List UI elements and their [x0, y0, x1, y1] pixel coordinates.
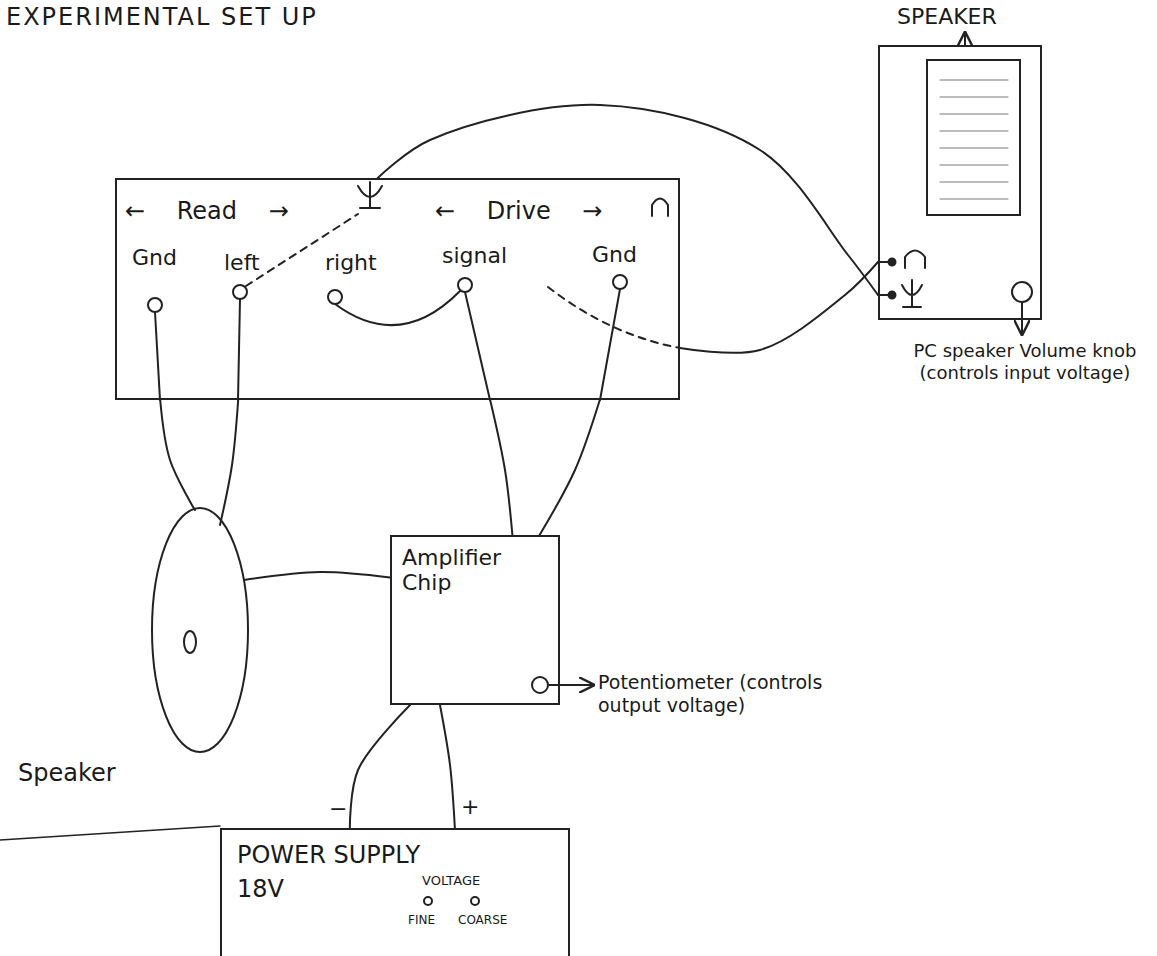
- node-text: Amplifier Chip: [402, 545, 522, 596]
- node-text: FINE: [408, 914, 435, 928]
- terminal: [458, 278, 472, 292]
- callout-label: −: [329, 796, 347, 822]
- mic-symbol: [358, 182, 382, 208]
- node-text: SPEAKER: [897, 4, 997, 29]
- node-text: 18V: [237, 876, 284, 904]
- mic-symbol: [902, 280, 922, 307]
- leader-arrow: [964, 33, 966, 45]
- knob: [471, 897, 479, 905]
- wire-stub: [465, 292, 490, 400]
- callout-label: PC speaker Volume knob (controls input v…: [900, 340, 1150, 383]
- node-text: VOLTAGE: [422, 874, 480, 889]
- title: EXPERIMENTAL SET UP: [6, 3, 318, 32]
- jumper-wire: [335, 291, 460, 325]
- leader-arrow: [549, 684, 593, 686]
- wire: [350, 705, 410, 828]
- wire: [540, 400, 600, 535]
- wire: [160, 400, 195, 510]
- speaker-grille: [927, 60, 1020, 215]
- node-text: COARSE: [458, 914, 507, 928]
- callout-label: Potentiometer (controls output voltage): [598, 671, 848, 717]
- wire: [220, 400, 238, 525]
- component-box: POWER SUPPLY 18V VOLTAGE FINE COARSE: [220, 828, 570, 956]
- wire: [680, 262, 878, 353]
- callout-label: +: [461, 794, 479, 820]
- component-box: ← Read → ← Drive → Gnd left right signal Gnd: [115, 178, 680, 400]
- terminal: [613, 275, 627, 289]
- node-text: Speaker: [18, 760, 116, 788]
- node-text: Gnd: [132, 245, 177, 270]
- node-text: POWER SUPPLY: [237, 842, 420, 870]
- component-box: Speaker: [150, 505, 250, 755]
- wire-stub: [238, 299, 240, 400]
- terminal: [233, 285, 247, 299]
- component-box: SPEAKER: [878, 45, 1042, 320]
- headphone-symbol: [905, 251, 925, 269]
- component-box: Amplifier Chip: [390, 535, 560, 705]
- grille-lines: [940, 80, 1008, 199]
- wire: [440, 705, 455, 828]
- wire: [378, 105, 878, 295]
- node-text: Gnd: [592, 242, 637, 267]
- knob: [424, 897, 432, 905]
- internal-link: [548, 287, 680, 348]
- node-text: right: [325, 250, 377, 275]
- wire: [490, 400, 512, 535]
- terminal: [328, 290, 342, 304]
- wire-stub: [155, 312, 160, 400]
- wire-stub: [600, 289, 620, 400]
- wire: [244, 572, 390, 580]
- node-text: signal: [442, 243, 507, 268]
- potentiometer-symbol: [532, 677, 548, 693]
- speaker-cone: [152, 508, 248, 752]
- speaker-center: [184, 631, 196, 653]
- node-text: ← Read →: [125, 198, 289, 226]
- node-text: ← Drive →: [435, 198, 602, 226]
- volume-knob: [1012, 282, 1032, 302]
- headphone-symbol: [652, 199, 668, 217]
- table-edge: [0, 826, 220, 840]
- node-text: left: [224, 250, 260, 275]
- terminal: [148, 298, 162, 312]
